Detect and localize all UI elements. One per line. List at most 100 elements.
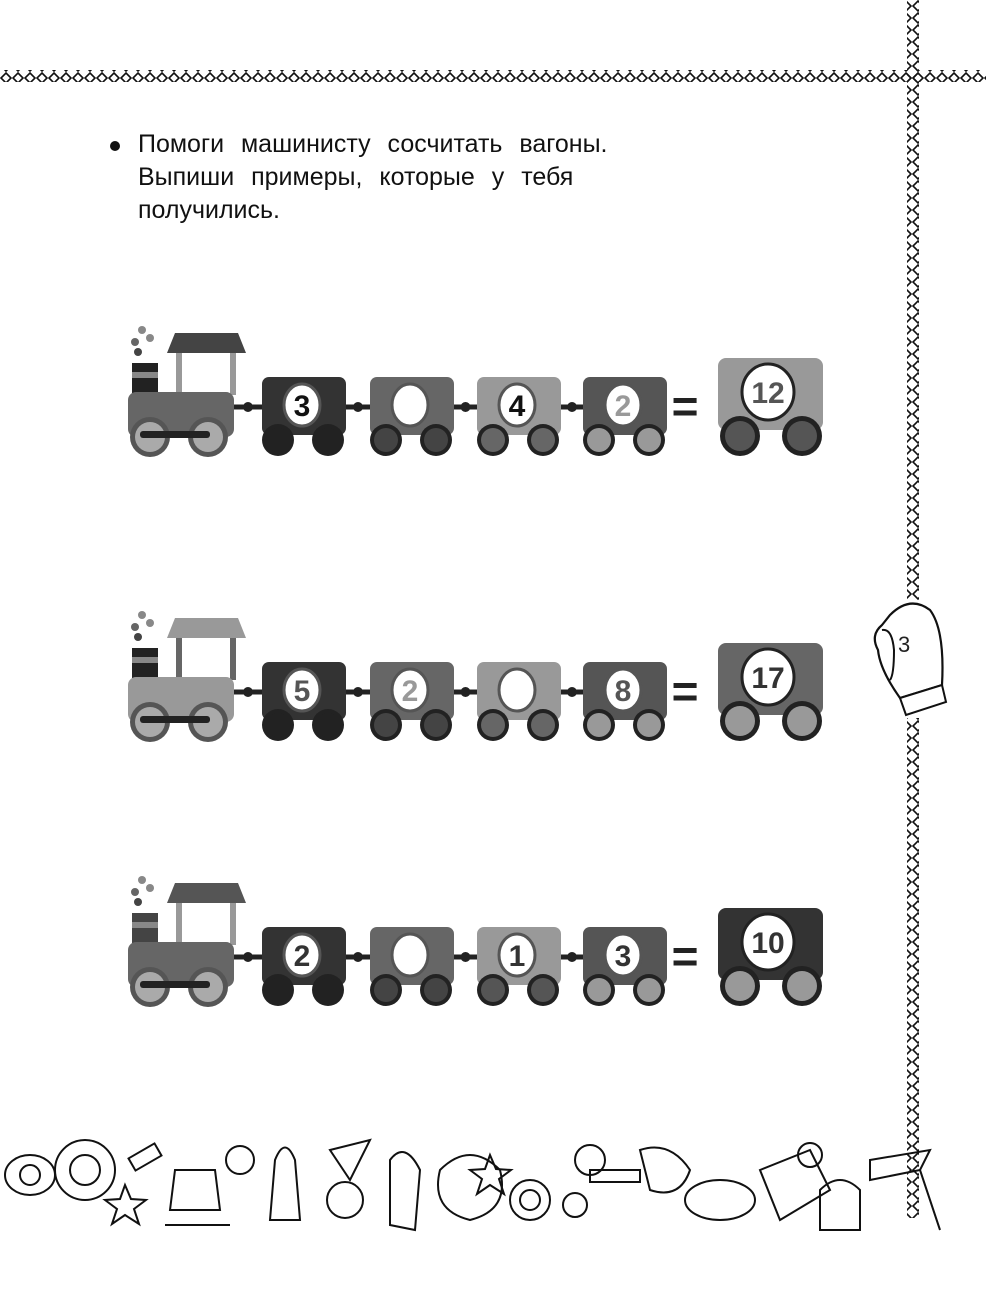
wheel (481, 978, 505, 1002)
result-number: 17 (751, 662, 784, 695)
wagon-1: 2 (262, 927, 346, 1006)
result-wagon: 12 (718, 358, 823, 456)
coupling-joint (353, 687, 363, 697)
wheel (266, 713, 290, 737)
wagon-number: 3 (615, 940, 632, 973)
wagon-number: 2 (402, 675, 419, 708)
equals-sign: = (672, 380, 699, 432)
wagon-3: 1 (477, 927, 561, 1006)
number-window (282, 667, 322, 713)
coupling-joint (353, 952, 363, 962)
coupling-joint (460, 687, 471, 697)
wheel (787, 421, 817, 451)
wagon-3 (477, 662, 561, 741)
train-drawing: 3 4 2 = 12 (128, 326, 823, 457)
number-window (497, 932, 537, 978)
wagon-2 (370, 377, 454, 456)
wheel (587, 428, 611, 452)
number-window (390, 932, 430, 978)
chimney-stripe (132, 372, 158, 378)
number-window (603, 667, 643, 713)
coupling-joint (243, 402, 253, 412)
result-number: 10 (751, 927, 784, 960)
wheel (374, 428, 398, 452)
wagon-number: 4 (509, 390, 526, 423)
wheel (531, 428, 555, 452)
smoke-puff (146, 334, 154, 342)
bullet (110, 141, 120, 151)
cab-pillar (176, 638, 182, 680)
smoke-puff (138, 611, 146, 619)
equals-sign: = (672, 665, 699, 717)
wheel (266, 428, 290, 452)
locomotive (128, 876, 246, 1007)
result-wagon: 10 (718, 908, 823, 1006)
wheel (637, 713, 661, 737)
smoke-puff (146, 619, 154, 627)
cab-roof (167, 883, 246, 903)
coupling-joint (243, 687, 253, 697)
wheel (316, 978, 340, 1002)
result-wagon: 17 (718, 643, 823, 741)
train-drawing: 2 1 3 = 10 (128, 876, 823, 1007)
smoke-puff (131, 623, 139, 631)
wheel (424, 713, 448, 737)
task-line-1: Помоги машинисту сосчитать вагоны. (138, 130, 608, 158)
wagon-number: 2 (294, 940, 311, 973)
coupling-joint (460, 952, 471, 962)
sports-doodles-strip (4, 1138, 941, 1232)
equals-sign: = (672, 930, 699, 982)
number-window (740, 647, 796, 707)
wheel (374, 978, 398, 1002)
wagon-number: 2 (615, 390, 632, 423)
boxing-glove-icon (873, 602, 948, 717)
number-window (740, 912, 796, 972)
result-number: 12 (751, 377, 784, 410)
number-window (282, 932, 322, 978)
cab-pillar (230, 638, 236, 680)
wagon-number: 1 (509, 940, 526, 973)
smoke-puff (131, 888, 139, 896)
smoke-puff (134, 898, 142, 906)
number-window (497, 667, 537, 713)
page-number: 3 (898, 632, 911, 657)
wagon-3: 4 (477, 377, 561, 456)
smoke-puff (138, 876, 146, 884)
wheel (316, 713, 340, 737)
locomotive (128, 326, 246, 457)
coupling-joint (353, 402, 363, 412)
coupling-joint (567, 952, 577, 962)
train-drawing: 5 2 8= 17 (128, 611, 823, 742)
wheel (587, 978, 611, 1002)
wagon-number: 5 (294, 675, 311, 708)
train-3: 2 1 3 = 10 (120, 850, 840, 1020)
task-line-2: Выпиши примеры, которые у тебя (138, 163, 574, 191)
connecting-rod (140, 431, 210, 438)
coupling-joint (243, 952, 253, 962)
number-window (282, 382, 322, 428)
cab-pillar (176, 353, 182, 395)
train-2: 5 2 8= 17 (120, 585, 840, 755)
cab-roof (167, 333, 246, 353)
coupling-joint (567, 402, 577, 412)
train-1: 3 4 2 = 12 (120, 300, 840, 470)
cab-pillar (230, 353, 236, 395)
wheel (637, 978, 661, 1002)
task-instruction: Помоги машинисту сосчитать вагоны. Выпиш… (110, 128, 710, 227)
task-line-3: получились. (138, 196, 280, 224)
wheel (725, 706, 755, 736)
wheel (787, 706, 817, 736)
wagon-4: 8 (583, 662, 667, 741)
locomotive (128, 611, 246, 742)
wheel (531, 713, 555, 737)
wheel (481, 428, 505, 452)
cab-roof (167, 618, 246, 638)
wheel (787, 971, 817, 1001)
wagon-2 (370, 927, 454, 1006)
smoke-puff (134, 633, 142, 641)
wheel (374, 713, 398, 737)
wagon-1: 3 (262, 377, 346, 456)
wagon-2: 2 (370, 662, 454, 741)
number-window (497, 382, 537, 428)
